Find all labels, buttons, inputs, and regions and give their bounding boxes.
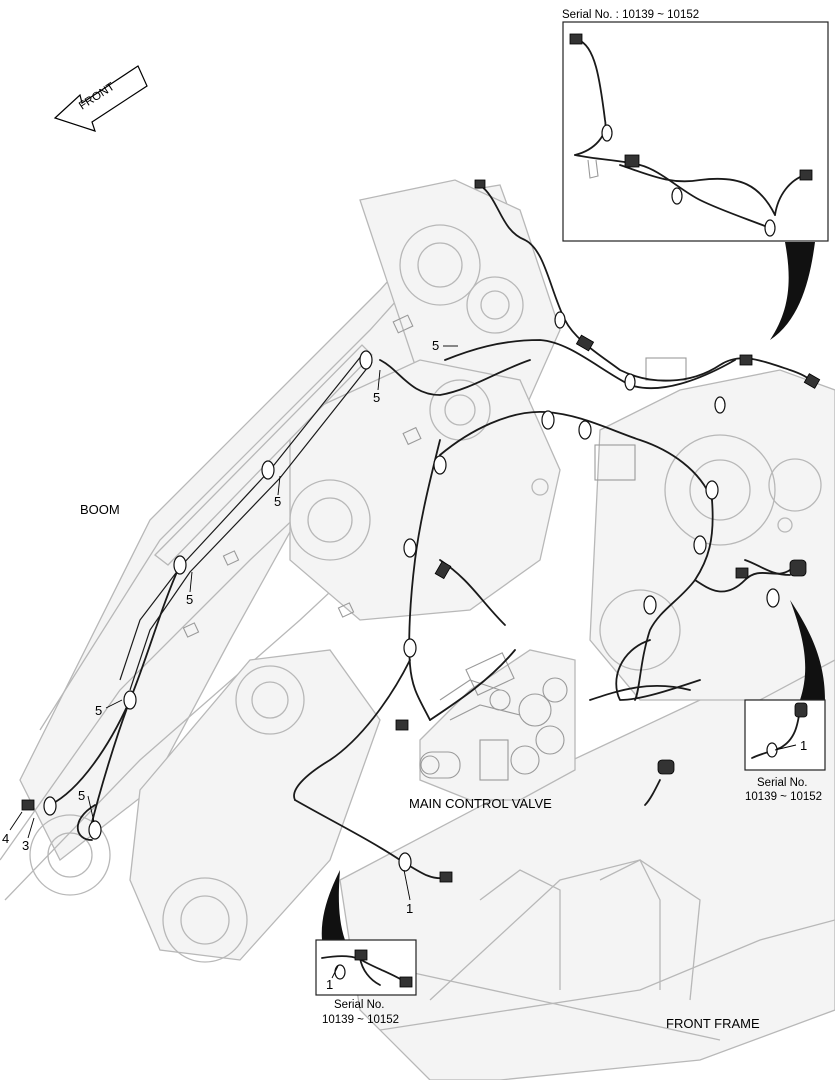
callout-4: 4 <box>2 831 9 846</box>
callout-1-main: 1 <box>406 901 413 916</box>
callout-5-upper: 5 <box>373 390 380 405</box>
machine-body <box>0 179 835 1080</box>
callout-5-left: 5 <box>95 703 102 718</box>
inset-right-callout: 1 <box>800 738 807 753</box>
main-control-valve[interactable] <box>419 649 576 801</box>
callout-numbers: 5 5 5 5 5 5 4 3 1 <box>2 338 439 916</box>
inset-right-serial-1: Serial No. <box>757 777 808 789</box>
harness-clamps <box>43 311 780 872</box>
callout-5-top: 5 <box>432 338 439 353</box>
inset-right-serial-2: 10139 ~ 10152 <box>745 791 822 803</box>
main-control-valve-label: MAIN CONTROL VALVE <box>409 796 552 811</box>
inset-bottom-callout: 1 <box>326 977 333 992</box>
front-frame-label: FRONT FRAME <box>666 1016 760 1031</box>
front-direction-arrow: FRONT <box>53 65 148 132</box>
boom-label: BOOM <box>80 502 120 517</box>
inset-right: 1 Serial No. 10139 ~ 10152 <box>744 600 826 803</box>
inset-bottom: 1 Serial No. 10139 ~ 10152 <box>315 870 417 1026</box>
inset-top-right: Serial No. : 10139 ~ 10152 <box>562 9 829 340</box>
inset-bottom-serial-2: 10139 ~ 10152 <box>322 1014 399 1026</box>
callout-5-lower: 5 <box>186 592 193 607</box>
wiring-harness[interactable] <box>21 179 821 883</box>
inset-bottom-serial-1: Serial No. <box>334 999 385 1011</box>
harness-connectors <box>21 179 821 883</box>
callout-leaders <box>9 345 458 901</box>
callout-5-mid: 5 <box>274 494 281 509</box>
callout-5-bottom: 5 <box>78 788 85 803</box>
inset-top-serial: Serial No. : 10139 ~ 10152 <box>562 9 699 21</box>
callout-3: 3 <box>22 838 29 853</box>
